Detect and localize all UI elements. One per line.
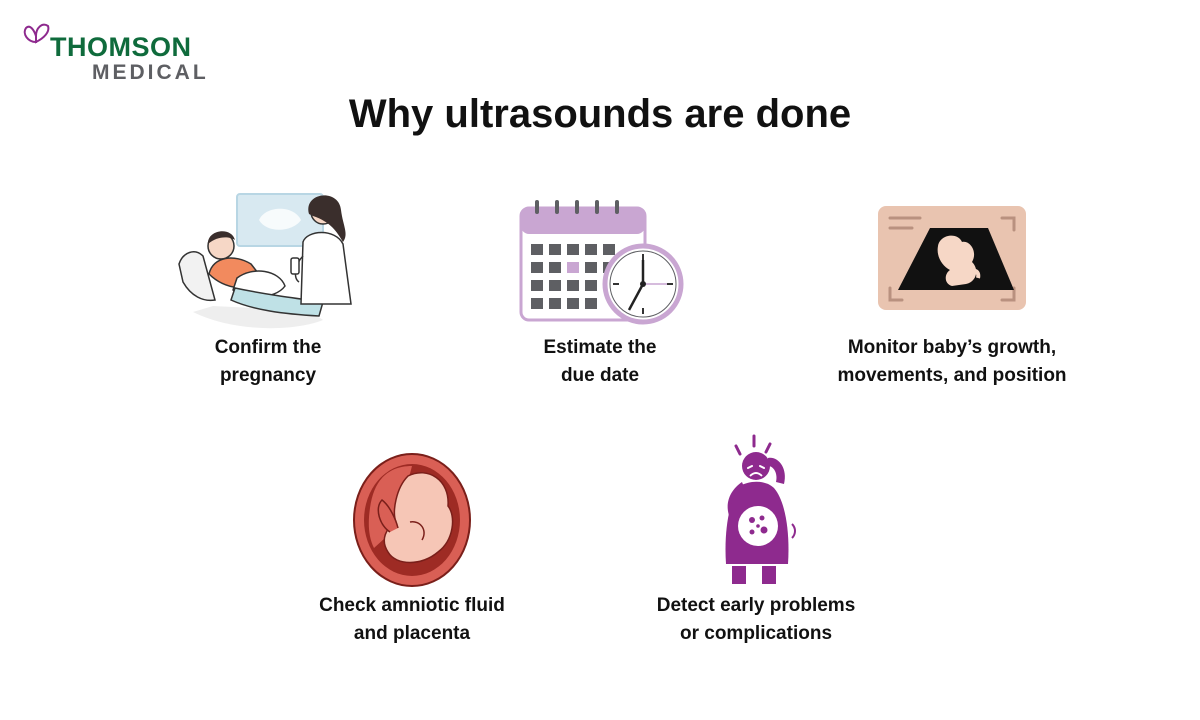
thomson-medical-logo: THOMSON MEDICAL — [22, 22, 222, 84]
reason-item-confirm-pregnancy: Confirm the pregnancy — [118, 180, 418, 400]
reason-item-estimate-due-date: Estimate the due date — [450, 180, 750, 400]
reason-label: Confirm the pregnancy — [214, 337, 322, 386]
worried-pregnant-woman-icon — [725, 434, 796, 584]
reason-label: Detect early problems or complications — [656, 595, 856, 644]
butterfly-logo-icon — [23, 23, 50, 44]
fetus-womb-icon — [353, 453, 471, 587]
reason-item-check-amniotic-fluid: Check amniotic fluid and placenta — [262, 444, 562, 654]
sonogram-icon — [878, 206, 1026, 310]
reason-item-monitor-growth: Monitor baby’s growth, movements, and po… — [802, 180, 1102, 400]
logo-sub-text: MEDICAL — [92, 61, 209, 84]
reason-label: Check amniotic fluid and placenta — [319, 595, 505, 644]
reason-item-detect-problems: Detect early problems or complications — [606, 430, 906, 654]
page-title: Why ultrasounds are done — [348, 92, 852, 136]
reason-label: Monitor baby’s growth, movements, and po… — [837, 337, 1067, 386]
calendar-clock-icon — [519, 200, 684, 325]
reason-label: Estimate the due date — [543, 337, 657, 386]
doctor-patient-ultrasound-icon — [178, 193, 352, 329]
logo-brand-text: THOMSON — [50, 32, 192, 62]
